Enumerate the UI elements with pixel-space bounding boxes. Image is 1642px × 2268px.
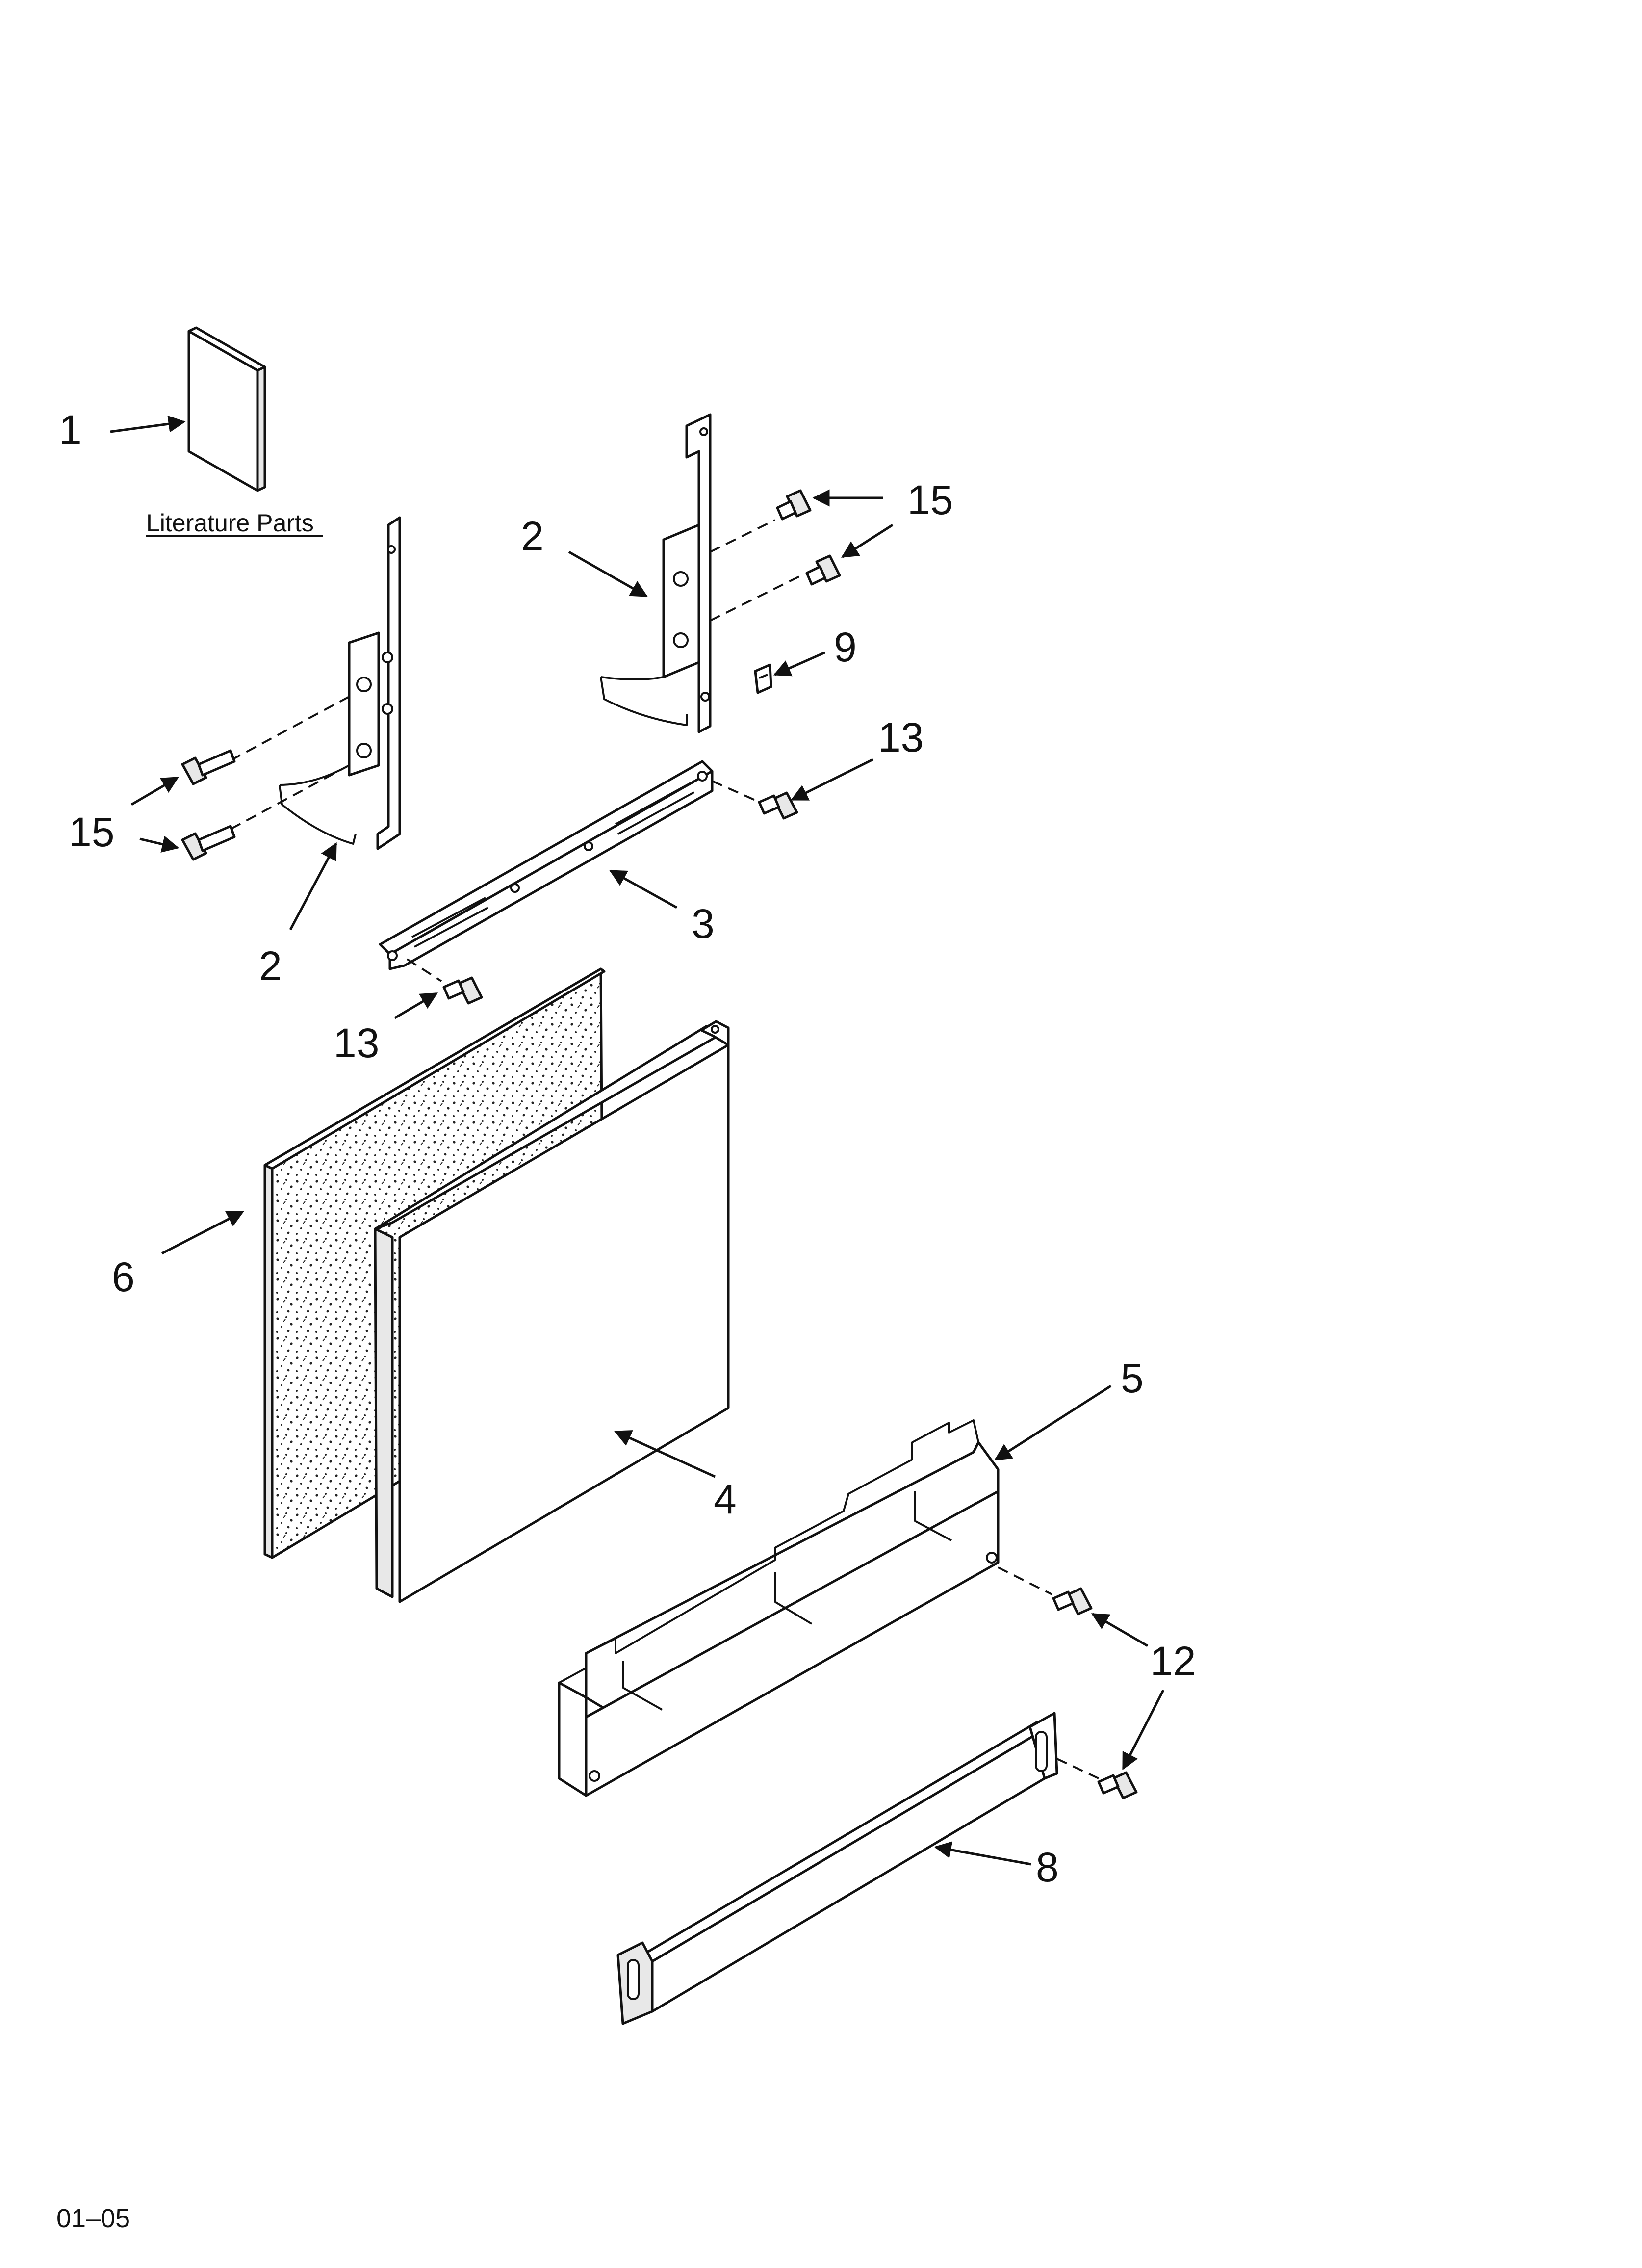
screw-15-right-a (776, 489, 812, 521)
dash-screw-15d (710, 573, 805, 622)
lead-line-8 (934, 1841, 1031, 1866)
lead-line-5 (994, 1384, 1112, 1461)
mounting-rail (379, 760, 714, 970)
lead-line-13-upper (790, 758, 874, 801)
lead-line-15-upper-b (841, 523, 894, 558)
kick-plate (616, 1712, 1058, 2025)
dash-screw-12b (1056, 1758, 1099, 1779)
literature-parts-label: Literature Parts (146, 509, 314, 537)
callout-4: 4 (714, 1476, 737, 1522)
screw-15-right-b (805, 554, 841, 586)
callout-15-upper: 15 (907, 477, 953, 523)
screw-13-lower (442, 976, 483, 1005)
hinge-bracket-left (279, 516, 401, 850)
dash-screw-13-lower (406, 958, 442, 982)
lead-line-2-lower (289, 842, 337, 931)
clip-part-9 (754, 663, 772, 694)
lead-line-1 (110, 415, 186, 433)
lead-line-15-lower-a (130, 776, 180, 806)
lead-line-6 (161, 1210, 245, 1255)
toe-panel (558, 1419, 1000, 1797)
footer-code: 01–05 (56, 2204, 130, 2233)
screw-12-a (1052, 1587, 1093, 1616)
screw-12-b (1097, 1771, 1138, 1799)
literature-booklet (187, 326, 266, 492)
dash-screw-15c (710, 519, 775, 553)
dash-screw-15a (230, 696, 350, 761)
dash-screw-12a (998, 1566, 1052, 1595)
callout-6: 6 (112, 1254, 135, 1300)
callout-3: 3 (692, 901, 715, 947)
callout-9: 9 (834, 624, 857, 670)
screw-15-left-b (181, 825, 236, 861)
callout-2-upper: 2 (521, 513, 544, 559)
callout-5: 5 (1121, 1355, 1144, 1401)
callout-1: 1 (59, 407, 82, 453)
screw-15-left-a (181, 749, 236, 785)
lead-line-2-upper (568, 550, 648, 598)
callout-13-lower: 13 (334, 1020, 379, 1066)
hinge-bracket-right (600, 413, 712, 733)
callout-2-lower: 2 (259, 943, 282, 989)
lead-line-9 (773, 651, 826, 677)
callout-12: 12 (1150, 1638, 1196, 1684)
dash-screw-15b (230, 764, 350, 830)
dash-screw-13-upper (712, 780, 766, 806)
lead-line-15-lower-b (139, 835, 180, 853)
callout-15-lower: 15 (69, 809, 114, 855)
door-panel (374, 1020, 730, 1603)
lead-line-3 (609, 869, 678, 909)
callout-13-upper: 13 (878, 714, 924, 760)
lead-line-4 (614, 1430, 716, 1478)
lead-line-13-lower (394, 992, 438, 1019)
callout-8: 8 (1036, 1844, 1059, 1890)
screw-13-upper (758, 791, 798, 820)
lead-line-12b (1122, 1689, 1165, 1771)
lead-line-12a (1091, 1613, 1149, 1647)
